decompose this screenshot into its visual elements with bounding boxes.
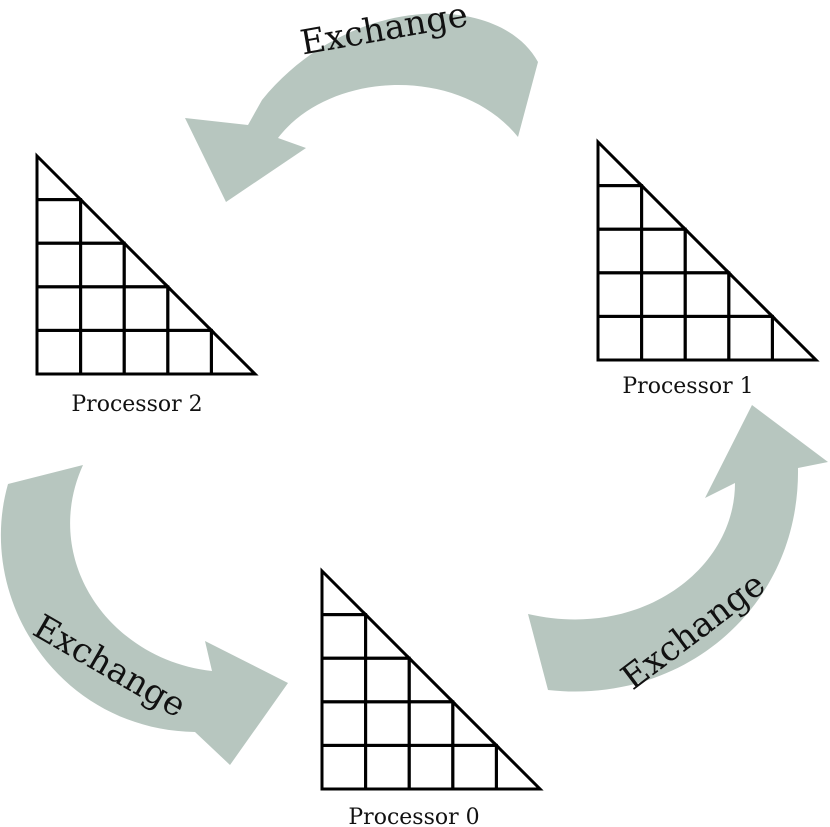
matrix-cell [35, 285, 83, 332]
matrix-diagonal-cell [451, 698, 501, 747]
matrix-cell [320, 743, 368, 791]
matrix-cell [683, 271, 731, 318]
matrix-diagonal-cell [35, 152, 85, 202]
matrix-diagonal-cell [166, 283, 216, 332]
matrix-cell [596, 227, 644, 275]
matrix-cell [640, 227, 687, 275]
matrix-cell [79, 241, 126, 289]
matrix-diagonal-cell [596, 138, 646, 188]
matrix-cell [122, 328, 170, 376]
matrix-cell [683, 314, 731, 362]
matrix-cell [79, 328, 126, 376]
matrix-cell [320, 656, 368, 704]
processor-0-matrix [320, 567, 544, 791]
matrix-cell [364, 656, 411, 704]
matrix-cell [35, 198, 83, 245]
matrix-cell [596, 184, 644, 231]
processor-1-matrix [596, 138, 820, 362]
matrix-diagonal-cell [407, 654, 457, 704]
matrix-cell [79, 285, 126, 332]
matrix-cell [727, 314, 774, 362]
matrix-diagonal-cell [122, 239, 172, 289]
matrix-cell [320, 613, 368, 660]
matrix-cell [35, 328, 83, 376]
matrix-cell [364, 743, 411, 791]
matrix-cell [451, 743, 498, 791]
matrix-cell [640, 271, 687, 318]
processor-2-label: Processor 2 [71, 392, 202, 417]
matrix-diagonal-cell [640, 181, 689, 231]
matrix-diagonal-cell [364, 610, 413, 660]
processor-1-label: Processor 1 [622, 374, 753, 399]
matrix-cell [35, 241, 83, 289]
matrix-cell [407, 700, 455, 747]
matrix-cell [596, 314, 644, 362]
processor-0-label: Processor 0 [348, 805, 479, 827]
arrow-bottom-right-shape [528, 405, 828, 692]
exchange-arrow-bottom-left: Exchange [0, 465, 288, 765]
matrix-diagonal-cell [727, 269, 777, 318]
matrix-cell [640, 314, 687, 362]
matrix-diagonal-cell [494, 741, 544, 791]
arrow-bottom-left-shape [0, 465, 288, 765]
matrix-cell [596, 271, 644, 318]
matrix-diagonal-cell [770, 312, 820, 362]
exchange-arrow-bottom-right: Exchange [528, 405, 828, 698]
matrix-diagonal-cell [79, 195, 128, 245]
matrix-cell [364, 700, 411, 747]
matrix-cell [166, 328, 213, 376]
matrix-diagonal-cell [320, 567, 370, 617]
matrix-cell [122, 285, 170, 332]
exchange-arrow-top: Exchange [185, 0, 538, 203]
matrix-cell [407, 743, 455, 791]
processor-2-matrix [35, 152, 259, 376]
arrow-top-shape [185, 13, 538, 203]
matrix-diagonal-cell [683, 225, 733, 275]
matrix-cell [320, 700, 368, 747]
matrix-diagonal-cell [209, 326, 259, 376]
